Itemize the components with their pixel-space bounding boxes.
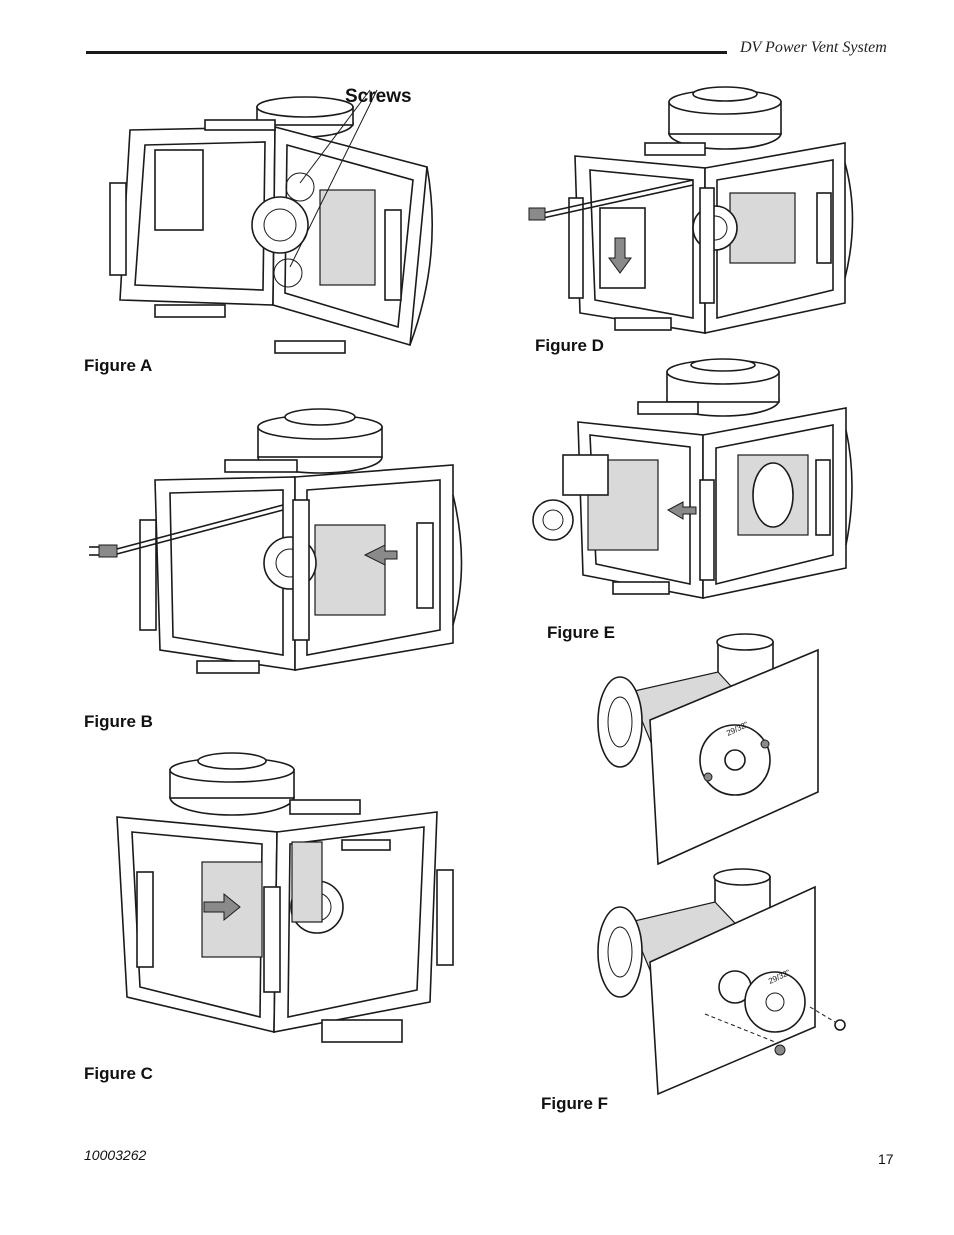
document-number: 10003262 (84, 1147, 147, 1163)
figure-f-caption: Figure F (541, 1094, 609, 1113)
figure-d-caption: Figure D (535, 336, 604, 355)
figure-f-illustration: 29/32" 29/32" (597, 633, 846, 1096)
figure-a-caption: Figure A (84, 356, 153, 375)
figure-b-illustration (89, 408, 463, 674)
figure-e-illustration (532, 358, 853, 599)
figure-b-caption: Figure B (84, 712, 153, 731)
figure-a-callout-screws: Screws (345, 86, 412, 107)
figure-c-caption: Figure C (84, 1064, 153, 1083)
header-title: DV Power Vent System (740, 39, 887, 56)
figure-d-illustration (528, 86, 854, 334)
figure-c-illustration (116, 752, 454, 1043)
figure-a-illustration (109, 89, 433, 354)
header-rule (86, 51, 727, 54)
figure-e-caption: Figure E (547, 623, 616, 642)
page-number: 17 (878, 1151, 894, 1167)
